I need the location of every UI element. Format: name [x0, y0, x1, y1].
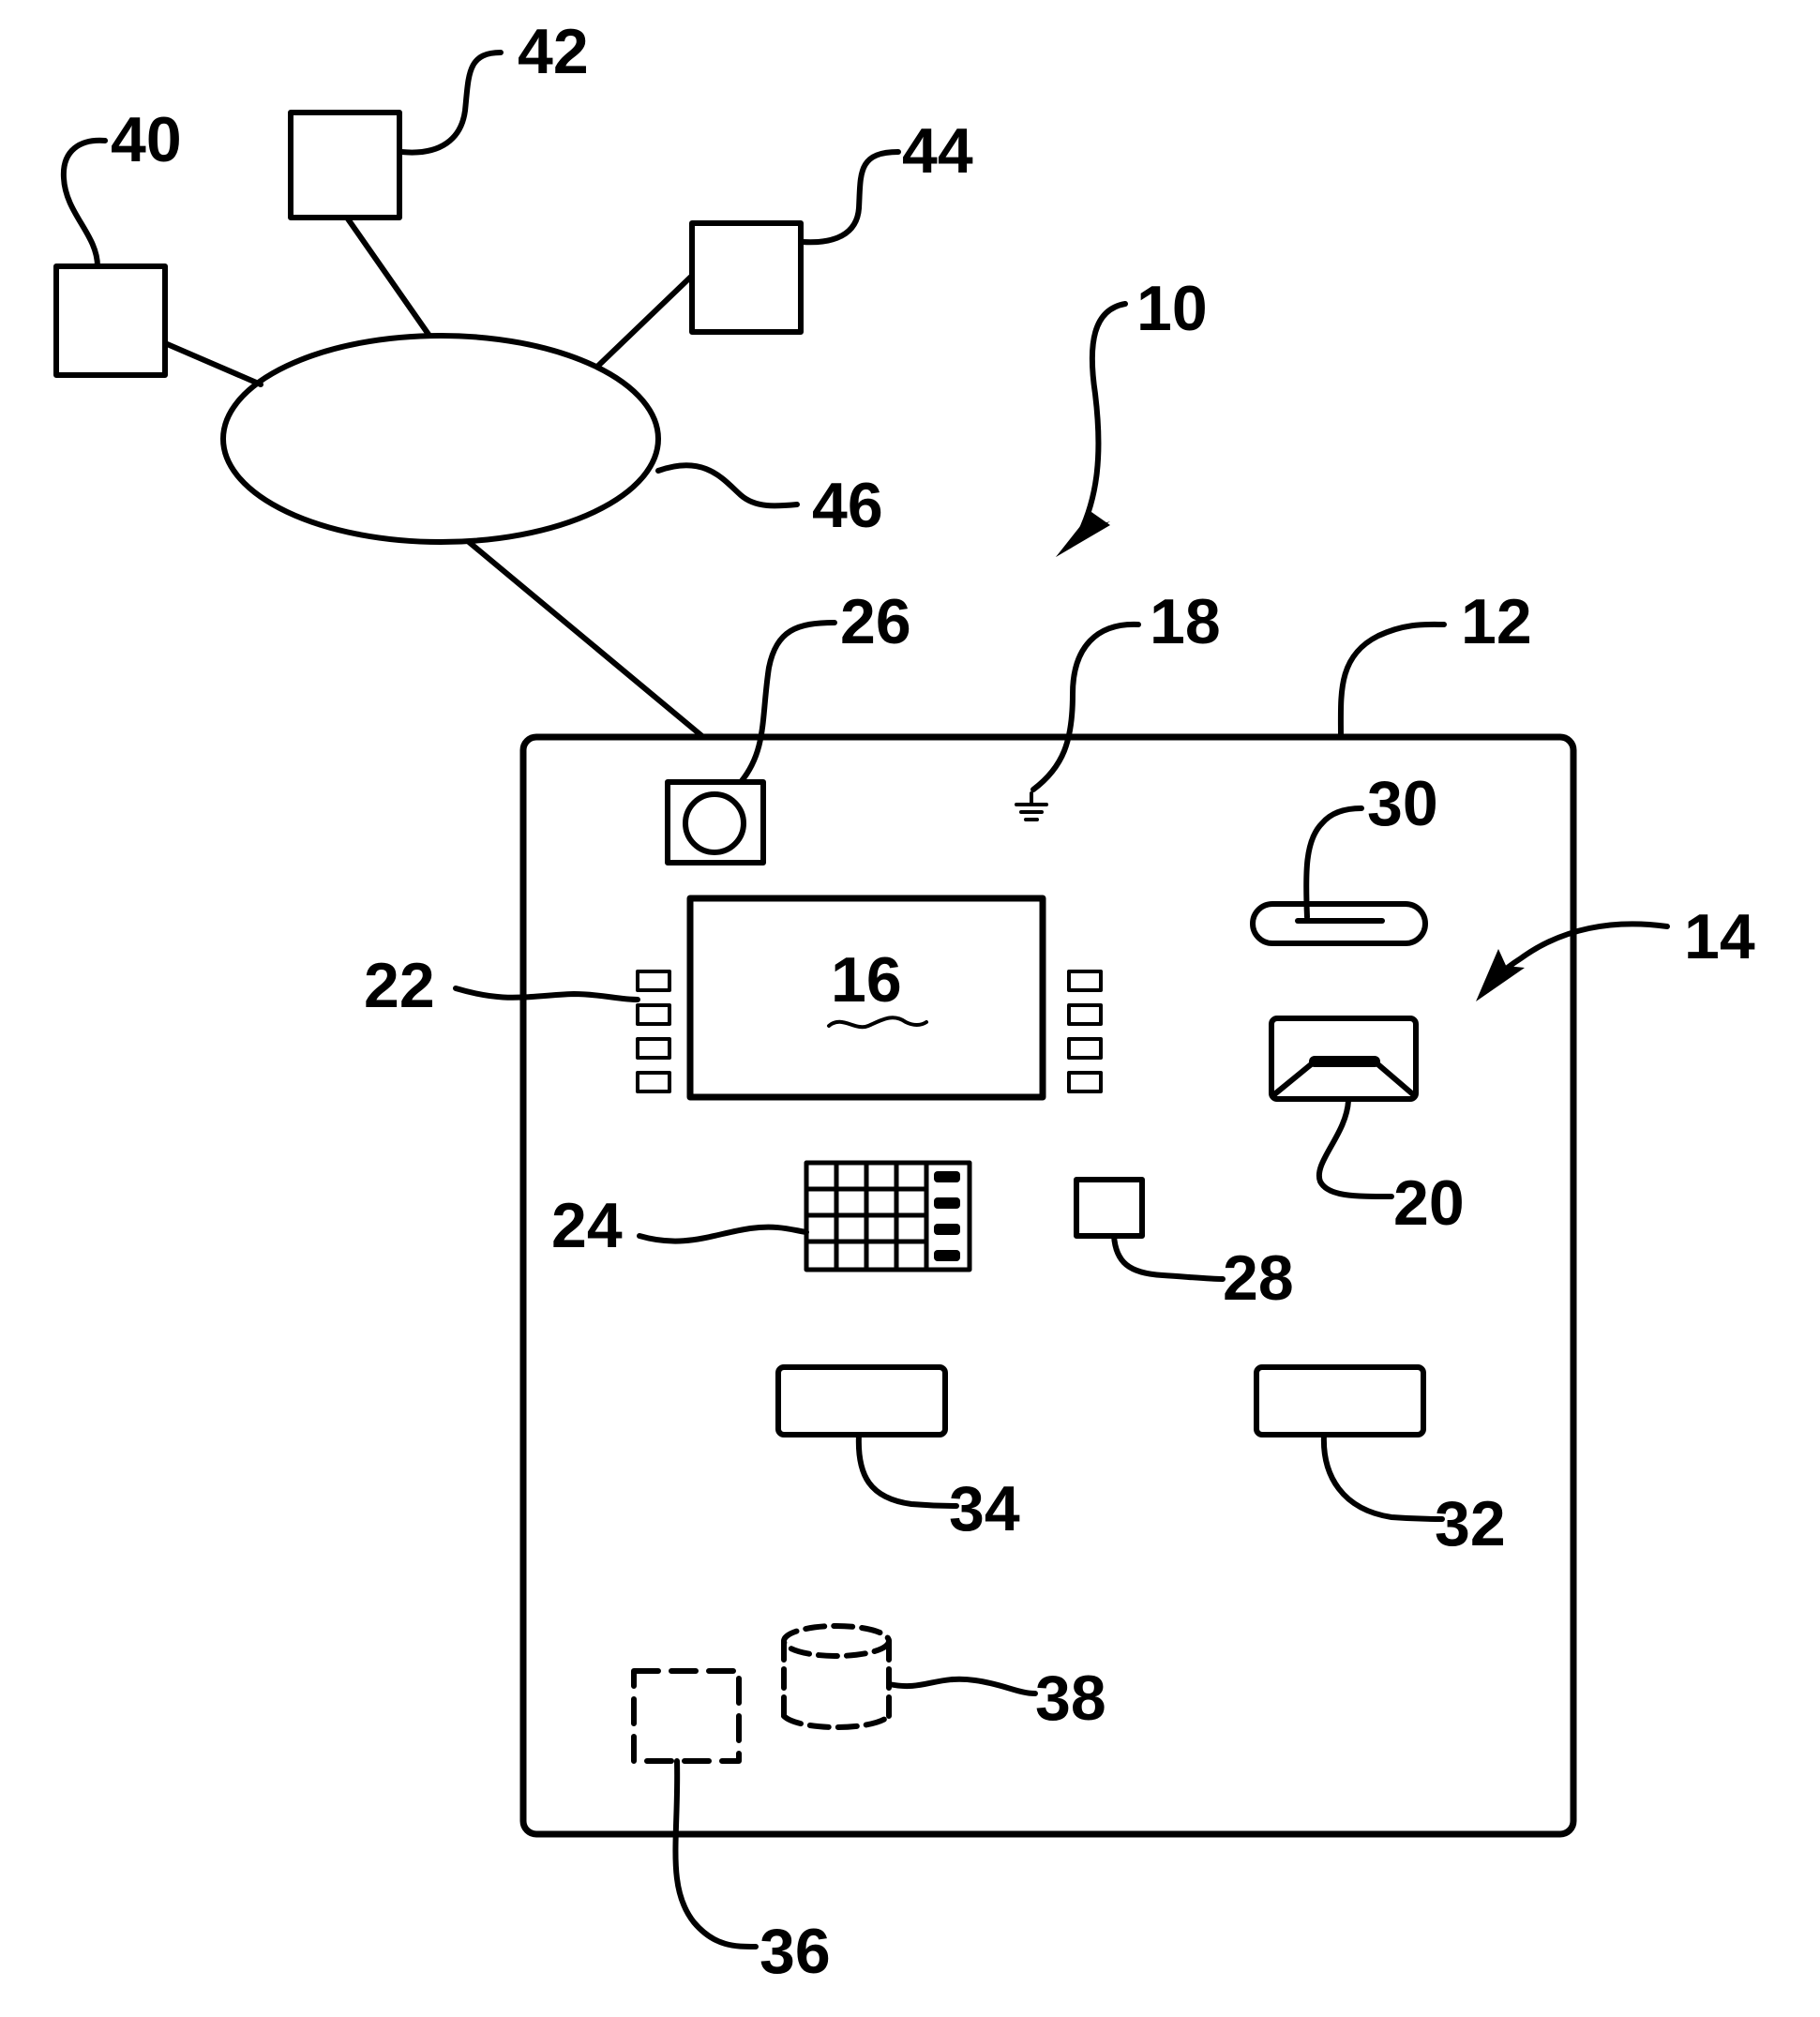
label-10: 10	[1136, 273, 1208, 344]
label-20: 20	[1393, 1167, 1465, 1239]
leader-40	[64, 141, 105, 266]
leader-30	[1306, 808, 1361, 917]
keypad	[806, 1163, 970, 1270]
leader-12	[1341, 625, 1444, 737]
leader-34	[859, 1435, 956, 1506]
label-38: 38	[1035, 1663, 1106, 1734]
remote-terminal-42	[291, 113, 399, 218]
label-44: 44	[902, 115, 973, 187]
label-36: 36	[760, 1916, 831, 1987]
processor-dashed	[634, 1671, 739, 1761]
module-34	[778, 1367, 945, 1435]
label-40: 40	[111, 104, 182, 175]
function-keys-left	[638, 971, 669, 1091]
label-24: 24	[551, 1190, 623, 1261]
network-cloud	[223, 336, 658, 542]
ground-symbol-icon	[1016, 793, 1046, 820]
label-46: 46	[812, 470, 883, 541]
database-icon	[784, 1626, 889, 1727]
leader-36	[675, 1761, 756, 1947]
card-slot	[1253, 904, 1425, 943]
leader-10	[1056, 304, 1125, 557]
leader-44	[803, 152, 898, 242]
leader-20	[1319, 1101, 1391, 1197]
leader-28	[1114, 1236, 1223, 1279]
leader-18	[1033, 625, 1138, 790]
camera-icon	[668, 782, 763, 863]
leader-32	[1324, 1435, 1442, 1519]
label-26: 26	[840, 586, 911, 657]
module-32	[1256, 1367, 1423, 1435]
leader-42	[401, 53, 501, 153]
leader-24	[639, 1227, 806, 1242]
label-12: 12	[1461, 586, 1532, 657]
leader-46	[658, 465, 797, 505]
label-34: 34	[949, 1473, 1020, 1544]
remote-terminal-44	[692, 223, 801, 332]
label-28: 28	[1223, 1242, 1294, 1314]
small-device	[1076, 1180, 1142, 1236]
leader-38	[889, 1679, 1035, 1693]
function-keys-right	[1069, 971, 1101, 1091]
card-reader	[1271, 1018, 1416, 1099]
label-18: 18	[1150, 586, 1221, 657]
label-14: 14	[1684, 901, 1755, 972]
label-30: 30	[1367, 768, 1438, 839]
remote-terminal-40	[56, 266, 165, 375]
label-22: 22	[364, 950, 435, 1021]
leader-22	[456, 988, 638, 1000]
label-16: 16	[831, 944, 902, 1016]
leader-26	[741, 623, 835, 782]
label-42: 42	[518, 16, 589, 87]
label-32: 32	[1435, 1488, 1506, 1559]
network-links	[165, 218, 703, 737]
